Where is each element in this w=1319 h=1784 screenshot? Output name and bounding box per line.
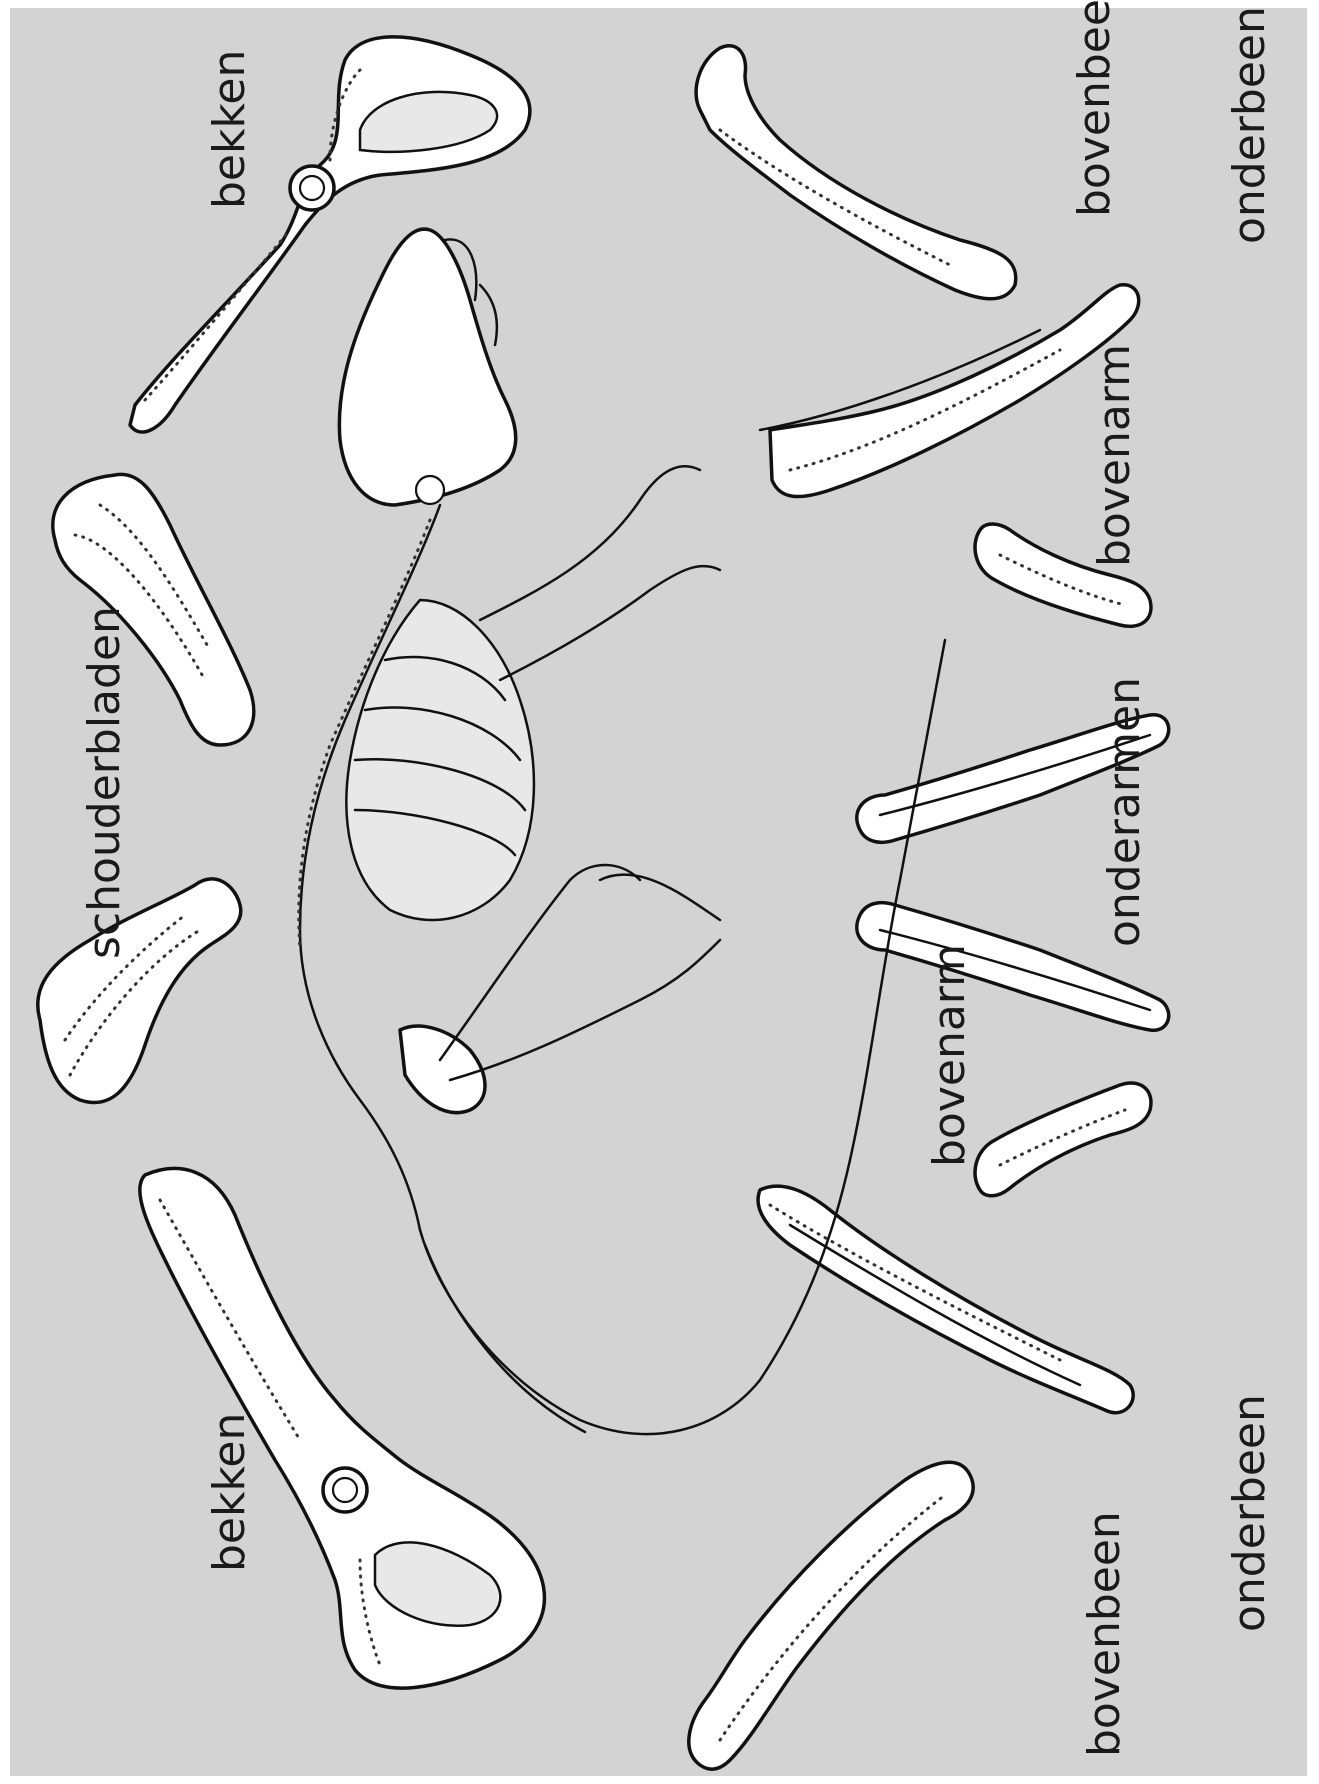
label-pelvis-top: bekken: [208, 59, 252, 209]
femur-bottom-bone: [689, 1462, 973, 1769]
skull: [339, 229, 515, 505]
label-upper-arm-bottom: bovenarm: [928, 957, 972, 1167]
scapula-bottom-bone: [38, 879, 241, 1103]
foreleg-1: [480, 466, 700, 620]
label-upper-leg-bottom: bovenbeen: [1083, 1547, 1127, 1757]
tibia-top-bone: [760, 285, 1139, 497]
humerus-bottom-bone: [975, 1083, 1151, 1196]
label-shoulder-blades: schouderbladen: [83, 629, 127, 959]
hindleg-2: [450, 940, 720, 1080]
label-upper-leg-top: bovenbeen: [1073, 17, 1117, 217]
label-lower-leg-bottom: onderbeen: [1228, 1432, 1272, 1632]
pelvis-bottom-bone: [140, 1168, 545, 1688]
label-upper-arm-top: bovenarm: [1093, 357, 1137, 567]
tibia-bottom-bone: [758, 1186, 1133, 1413]
femur-top-bone: [696, 46, 1016, 299]
label-forearms: onderarmen: [1103, 697, 1147, 947]
foreleg-2: [500, 566, 720, 680]
label-pelvis-bottom: bekken: [208, 1422, 252, 1572]
label-lower-leg-top: onderbeen: [1228, 44, 1272, 244]
